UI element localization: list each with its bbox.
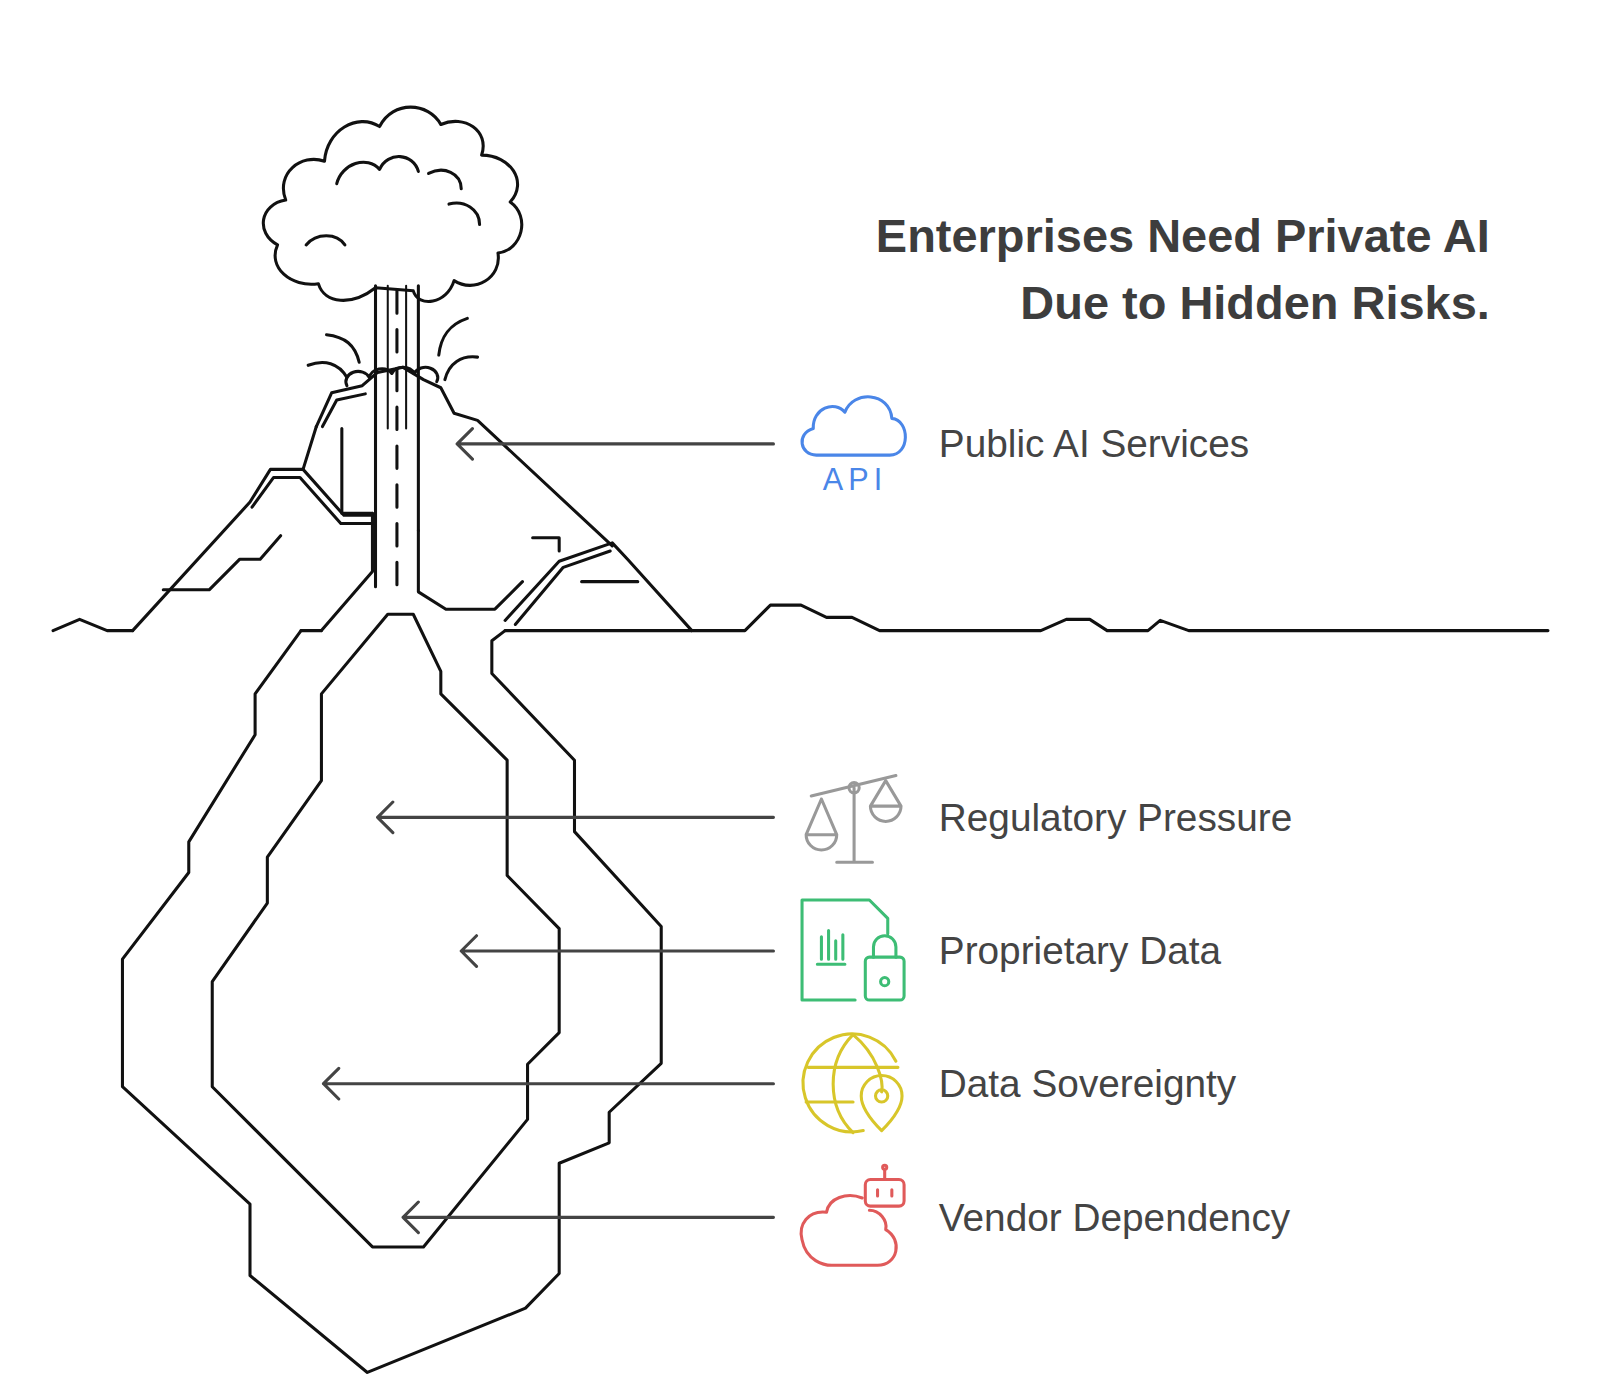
cloud-robot-icon bbox=[801, 1165, 904, 1265]
leader-arrows bbox=[323, 429, 773, 1233]
risk-label: Proprietary Data bbox=[939, 928, 1221, 975]
scales-icon bbox=[806, 776, 901, 863]
risk-label: Regulatory Pressure bbox=[939, 794, 1292, 841]
risk-label: Vendor Dependency bbox=[939, 1194, 1290, 1241]
risk-label: Data Sovereignty bbox=[939, 1060, 1236, 1107]
risk-label: Public AI Services bbox=[939, 420, 1249, 467]
cloud-icon bbox=[802, 397, 905, 455]
locked-document-icon bbox=[802, 900, 904, 1000]
globe-pin-icon bbox=[803, 1034, 902, 1133]
diagram-title: Enterprises Need Private AI Due to Hidde… bbox=[796, 202, 1490, 337]
api-icon-text: API bbox=[823, 462, 888, 497]
